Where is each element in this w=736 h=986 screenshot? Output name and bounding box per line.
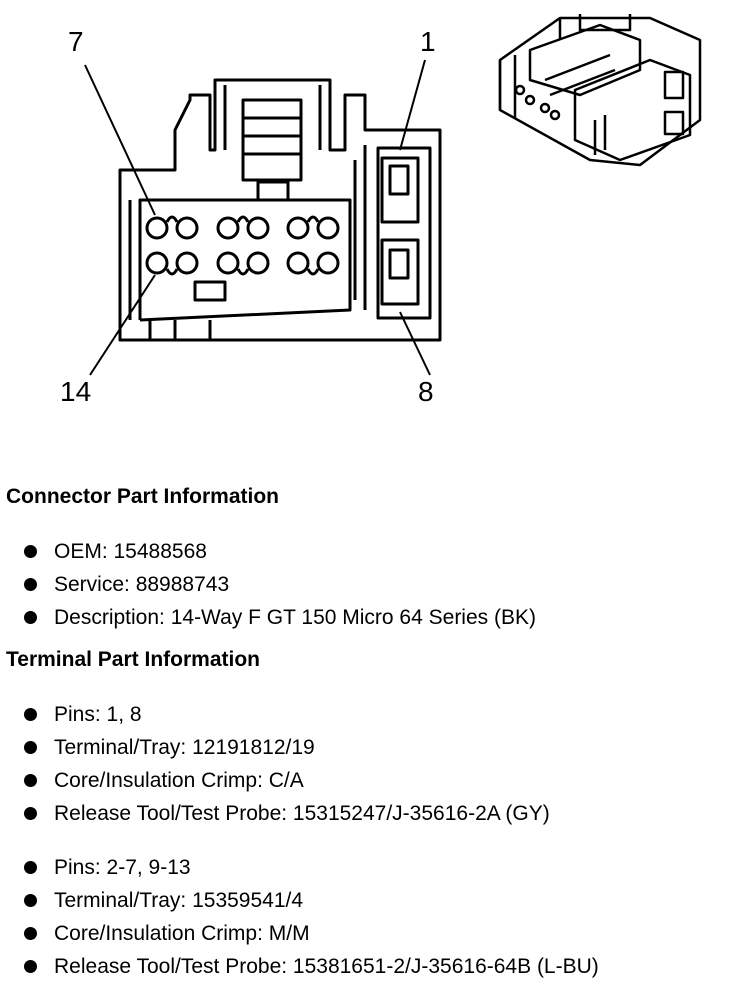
connector-body-outline (118, 78, 442, 342)
pin-label-8: 8 (418, 376, 434, 407)
bullet-icon (24, 894, 37, 907)
bullet-icon (24, 861, 37, 874)
list-item: Release Tool/Test Probe: 15315247/J-3561… (0, 797, 550, 830)
bullet-icon (24, 960, 37, 973)
large-terminal-pin-1 (380, 156, 420, 224)
callout-leader-8 (399, 311, 431, 376)
large-terminal-housing (376, 146, 432, 320)
callout-leader-7 (84, 64, 156, 216)
list-item: Description: 14-Way F GT 150 Micro 64 Se… (0, 601, 536, 634)
connector-inner-frame (138, 198, 352, 322)
bullet-icon (24, 611, 37, 624)
terminal-cavities-top-row (145, 215, 340, 240)
callout-leader-14 (89, 274, 156, 376)
list-item: Terminal/Tray: 15359541/4 (0, 884, 599, 917)
connector-isometric-view (498, 14, 702, 167)
terminal-cavities-bottom-row (145, 251, 340, 276)
list-item: Service: 88988743 (0, 568, 536, 601)
connector-diagram: 7 1 14 8 (0, 0, 736, 430)
connector-info-title: Connector Part Information (6, 485, 280, 508)
bullet-icon (24, 545, 37, 558)
large-terminal-pin-8 (380, 238, 420, 306)
list-item: Core/Insulation Crimp: C/A (0, 764, 550, 797)
bullet-icon (24, 774, 37, 787)
connector-face-drawing (84, 14, 702, 376)
list-item: Core/Insulation Crimp: M/M (0, 917, 599, 950)
terminal-info-group-2: Pins: 2-7, 9-13 Terminal/Tray: 15359541/… (0, 851, 599, 983)
pin-label-14: 14 (60, 376, 92, 407)
list-item: Release Tool/Test Probe: 15381651-2/J-35… (0, 950, 599, 983)
pin-label-7: 7 (68, 26, 84, 57)
bullet-icon (24, 578, 37, 591)
bullet-icon (24, 741, 37, 754)
connector-latch (241, 98, 303, 182)
bullet-icon (24, 927, 37, 940)
connector-key (193, 280, 227, 302)
connector-info-list: OEM: 15488568 Service: 88988743 Descript… (0, 535, 536, 634)
bullet-icon (24, 807, 37, 820)
list-item: Pins: 1, 8 (0, 698, 550, 731)
callout-leader-1 (399, 59, 426, 151)
list-item: Terminal/Tray: 12191812/19 (0, 731, 550, 764)
bullet-icon (24, 708, 37, 721)
terminal-info-group-1: Pins: 1, 8 Terminal/Tray: 12191812/19 Co… (0, 698, 550, 830)
list-item: OEM: 15488568 (0, 535, 536, 568)
list-item: Pins: 2-7, 9-13 (0, 851, 599, 884)
terminal-info-title: Terminal Part Information (6, 648, 260, 671)
pin-label-1: 1 (420, 26, 436, 57)
